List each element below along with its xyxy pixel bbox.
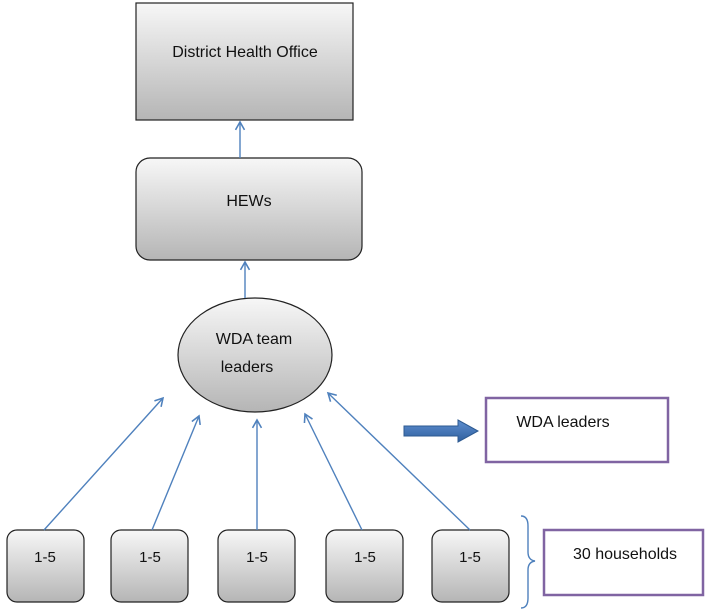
wda-team-leaders-label-line1: WDA team [216,331,292,348]
hews-label: HEWs [226,193,271,210]
household-group-4: 1-5 [325,529,404,603]
household-group-2: 1-5 [110,529,189,603]
household-group-5-label: 1-5 [459,549,481,566]
block-arrow-icon [403,419,480,443]
district-health-office-node: District Health Office [135,2,354,121]
arrow-household-5-to-leaders [326,391,471,531]
households-legend: 30 households [542,528,705,597]
household-group-4-label: 1-5 [354,549,376,566]
household-group-3-label: 1-5 [246,549,268,566]
household-group-1-label: 1-5 [34,549,56,566]
households-legend-label: 30 households [573,546,677,563]
wda-leaders-legend: WDA leaders [484,396,670,464]
hews-node: HEWs [135,157,363,261]
wda-team-leaders-node: WDA team leaders [177,297,333,413]
wda-leaders-legend-label: WDA leaders [516,414,609,431]
household-group-3: 1-5 [217,529,296,603]
arrow-household-1-to-leaders [43,396,165,531]
district-health-office-label: District Health Office [172,44,318,61]
household-group-1: 1-5 [6,529,85,603]
household-group-2-label: 1-5 [139,549,161,566]
household-group-5: 1-5 [431,529,510,603]
wda-team-leaders-label-line2: leaders [221,359,273,376]
household-bracket [520,515,536,609]
arrow-household-2-to-leaders [151,414,201,531]
arrow-household-4-to-leaders [303,412,363,531]
